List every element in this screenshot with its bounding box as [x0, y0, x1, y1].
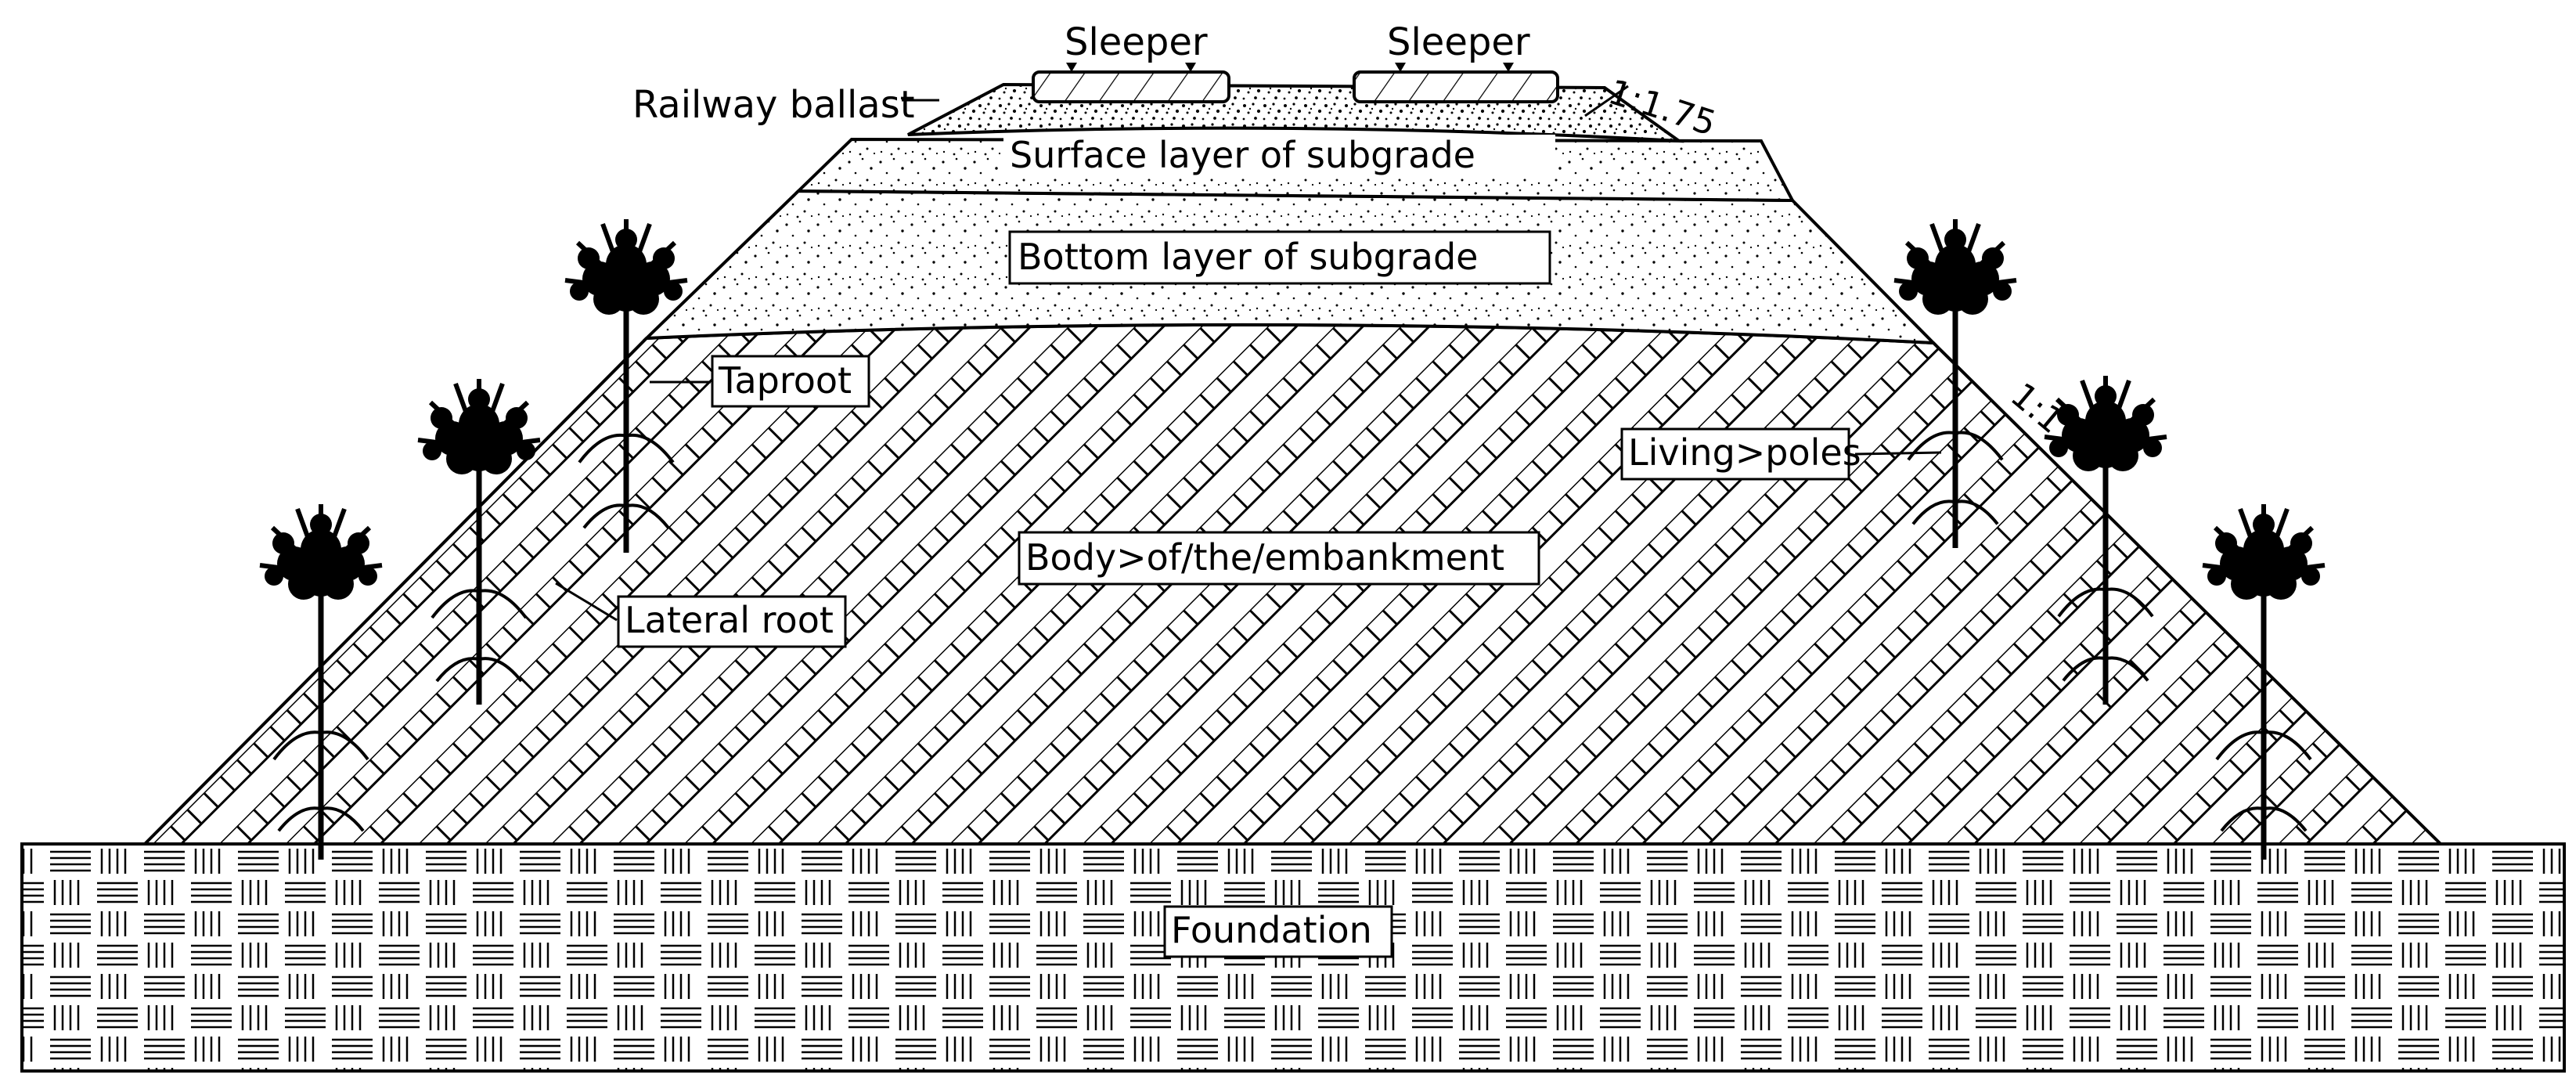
pole-crown — [417, 379, 541, 474]
pole-root — [431, 589, 528, 619]
railway-ballast-label: Railway ballast — [632, 83, 915, 127]
surface-layer-label: Surface layer of subgrade — [1010, 134, 1475, 176]
sleeper-left — [1032, 70, 1230, 103]
living-poles-box — [1620, 427, 1850, 481]
pole-root — [2215, 730, 2312, 761]
body-box — [1018, 531, 1540, 586]
living-pole-3 — [564, 219, 688, 553]
pole-root — [272, 730, 369, 761]
pole-root — [582, 503, 670, 529]
body-label: Body>of/the/embankment — [1025, 536, 1504, 579]
railway-ballast — [907, 82, 1684, 143]
living-pole-1 — [259, 504, 383, 860]
sleeper-left-label: Sleeper — [1065, 20, 1208, 64]
lateral-root-box — [617, 595, 847, 648]
surface-layer-box — [1003, 135, 1555, 177]
sleeper-right-label: Sleeper — [1387, 20, 1530, 64]
pole-crown — [259, 504, 383, 600]
rail-markers — [1066, 63, 1514, 72]
leader-lines — [555, 85, 1942, 622]
foundation-label: Foundation — [1171, 909, 1372, 951]
taproot-label: Taproot — [718, 359, 852, 402]
sleeper-right — [1353, 70, 1559, 103]
pole-root — [2062, 656, 2149, 682]
living-pole-6 — [2202, 504, 2326, 860]
pole-root — [1911, 499, 1999, 525]
living-poles-label: Living>poles — [1628, 431, 1861, 474]
pole-root — [277, 806, 365, 832]
lateral-root-label: Lateral root — [625, 599, 834, 641]
living-pole-4 — [1893, 219, 2017, 548]
pole-crown — [564, 219, 688, 315]
foundation-box — [1163, 905, 1393, 958]
bottom-layer-box — [1008, 230, 1551, 285]
pole-crown — [2202, 504, 2326, 600]
pole-crown — [2044, 376, 2167, 471]
living-pole-5 — [2044, 376, 2167, 705]
living-poles-group — [259, 219, 2326, 860]
taproot-box — [711, 355, 870, 408]
bottom-layer-label: Bottom layer of subgrade — [1018, 236, 1478, 278]
pole-root — [2057, 587, 2154, 618]
pole-root — [2220, 806, 2308, 832]
living-pole-2 — [417, 379, 541, 705]
pole-crown — [1893, 219, 2017, 315]
pole-root — [1907, 431, 2004, 461]
pole-root — [578, 433, 675, 463]
pole-root — [435, 657, 523, 683]
